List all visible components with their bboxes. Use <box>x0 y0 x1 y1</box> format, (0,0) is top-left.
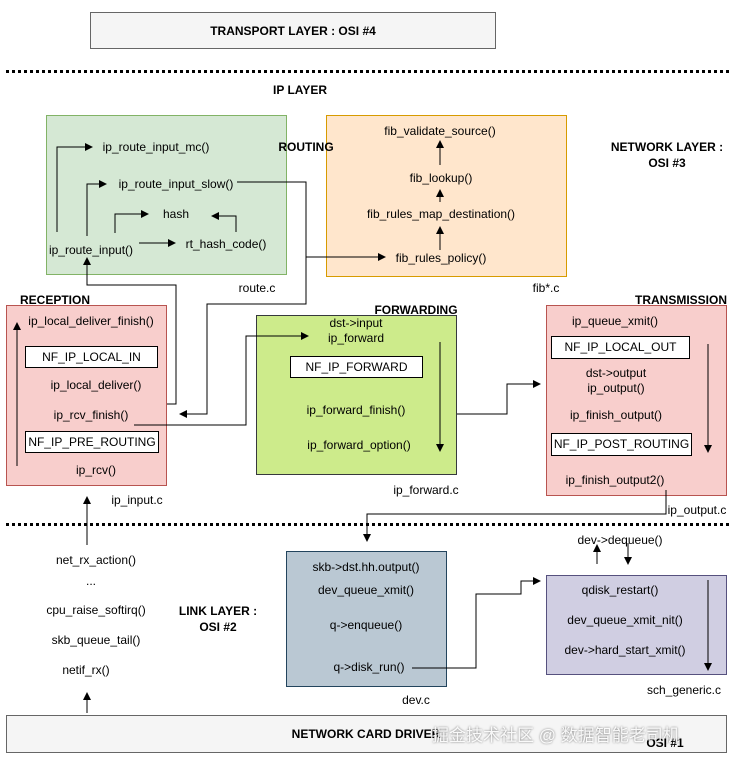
ip-local-deliver-finish: ip_local_deliver_finish() <box>28 314 154 328</box>
nf-ip-local-out-box: NF_IP_LOCAL_OUT <box>551 336 690 359</box>
reception-label: RECEPTION <box>20 293 91 307</box>
network-card-box <box>6 715 727 753</box>
forwarding-label: FORWARDING <box>374 303 458 317</box>
route-c-file: route.c <box>238 281 276 295</box>
nf-ip-local-in-box: NF_IP_LOCAL_IN <box>25 346 158 368</box>
network-card-driver-label: NETWORK CARD DRIVER <box>291 727 441 741</box>
net-rx-action: net_rx_action() <box>55 553 137 567</box>
rt-hash-code: rt_hash_code() <box>185 237 267 251</box>
nf-ip-pre-routing-box: NF_IP_PRE_ROUTING <box>25 431 159 453</box>
ip-forward-c-file: ip_forward.c <box>393 483 459 497</box>
ip-output: ip_output() <box>587 381 645 395</box>
ip-layer-label: IP LAYER <box>272 83 328 97</box>
ip-output-c-file: ip_output.c <box>667 503 727 517</box>
ip-route-input: ip_route_input() <box>48 243 134 257</box>
fib-c-file: fib*.c <box>532 281 560 295</box>
dev-queue-xmit-nit: dev_queue_xmit_nit() <box>567 613 683 627</box>
routing-label: ROUTING <box>278 140 334 154</box>
network-layer-label-2: OSI #3 <box>648 156 686 170</box>
ip-forward: ip_forward <box>327 331 385 345</box>
watermark-text: 掘金技术社区 @ 数据智能老司机 <box>432 726 680 745</box>
sch-generic-c-file: sch_generic.c <box>646 683 722 697</box>
skb-queue-tail: skb_queue_tail() <box>51 633 141 647</box>
ip-finish-output: ip_finish_output() <box>569 408 663 422</box>
qdisk-restart: qdisk_restart() <box>581 583 659 597</box>
dev-c-file: dev.c <box>402 693 430 707</box>
cpu-raise-softirq: cpu_raise_softirq() <box>46 603 146 617</box>
physical-layer-label-partial: OSI #1 <box>646 736 684 750</box>
ip-route-input-slow: ip_route_input_slow() <box>118 177 234 191</box>
transport-layer-label: TRANSPORT LAYER : OSI #4 <box>210 24 376 38</box>
reception-box <box>6 305 167 486</box>
ip-local-deliver: ip_local_deliver() <box>50 378 142 392</box>
divider-top <box>6 70 729 73</box>
nf-ip-post-routing-box: NF_IP_POST_ROUTING <box>551 433 692 456</box>
transport-layer-box <box>90 12 496 49</box>
hash-label: hash <box>162 207 190 221</box>
ip-route-input-mc: ip_route_input_mc() <box>102 140 210 154</box>
transmission-box <box>546 305 727 496</box>
q-enqueue: q->enqueue() <box>329 618 403 632</box>
ip-finish-output2: ip_finish_output2() <box>565 473 665 487</box>
dev-queue-xmit: dev_queue_xmit() <box>317 583 415 597</box>
link-layer-label-1: LINK LAYER : <box>178 604 258 618</box>
fib-lookup: fib_lookup() <box>409 171 473 185</box>
dev-dequeue: dev->dequeue() <box>577 533 663 547</box>
sched-box <box>546 575 727 675</box>
dev-hard-start-xmit: dev->hard_start_xmit() <box>564 643 686 657</box>
link-layer-label-2: OSI #2 <box>199 620 237 634</box>
ip-input-c-file: ip_input.c <box>111 493 163 507</box>
ip-forward-option: ip_forward_option() <box>307 438 411 452</box>
ip-queue-xmit: ip_queue_xmit() <box>571 314 659 328</box>
netif-rx: netif_rx() <box>62 663 110 677</box>
rx-ellipsis: ... <box>85 574 97 588</box>
network-layer-label-1: NETWORK LAYER : <box>610 140 724 154</box>
skb-dst-hh-output: skb->dst.hh.output() <box>312 560 420 574</box>
divider-bottom <box>6 523 729 526</box>
dst-output: dst->output <box>585 366 647 380</box>
ip-rcv-finish: ip_rcv_finish() <box>53 408 129 422</box>
fib-rules-map-destination: fib_rules_map_destination() <box>366 207 516 221</box>
q-disk-run: q->disk_run() <box>333 660 405 674</box>
dst-input: dst->input <box>329 316 383 330</box>
fib-validate-source: fib_validate_source() <box>384 124 496 138</box>
transmission-label: TRANSMISSION <box>634 293 728 307</box>
nf-ip-forward-box: NF_IP_FORWARD <box>290 356 423 378</box>
ip-forward-finish: ip_forward_finish() <box>306 403 406 417</box>
ip-rcv: ip_rcv() <box>75 463 117 477</box>
fib-rules-policy: fib_rules_policy() <box>395 251 487 265</box>
